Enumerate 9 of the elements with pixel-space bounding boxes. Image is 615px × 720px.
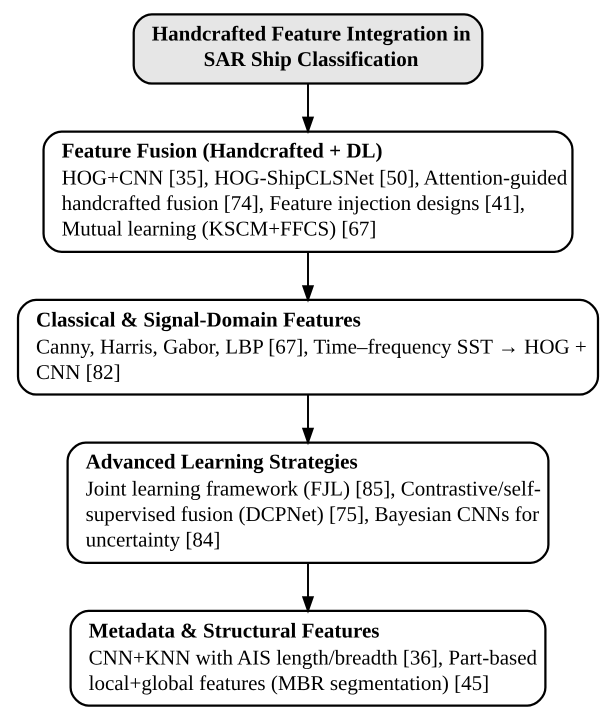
node-box: Metadata & Structural Features CNN+KNN with AIS length/breadth [36], Part-based local+global features (MBR segmentation) [45] bbox=[68, 610, 546, 707]
node-box: Advanced Learning Strategies Joint learning framework (FJL) [85], Contrastive/self-supervised fusion (DCPNet) [75], Bayesian CNNs for uncertainty [84] bbox=[66, 442, 550, 564]
arrow bbox=[301, 84, 314, 134]
node-box: Handcrafted Feature Integration in SAR Ship Classification bbox=[132, 13, 483, 85]
arrow bbox=[301, 394, 314, 446]
arrow bbox=[301, 252, 314, 303]
node-box: Classical & Signal-Domain Features Canny, Harris, Gabor, LBP [67], Time–frequency SST → HOG + CNN [82] bbox=[16, 298, 599, 396]
arrow bbox=[301, 563, 314, 614]
node-box: Feature Fusion (Handcrafted + DL) HOG+CNN [35], HOG-ShipCLSNet [50], Attention-guided handcrafted fusion [74], Feature injection designs [41], Mutual learning (KSCM+FFCS) [67] bbox=[42, 130, 574, 253]
